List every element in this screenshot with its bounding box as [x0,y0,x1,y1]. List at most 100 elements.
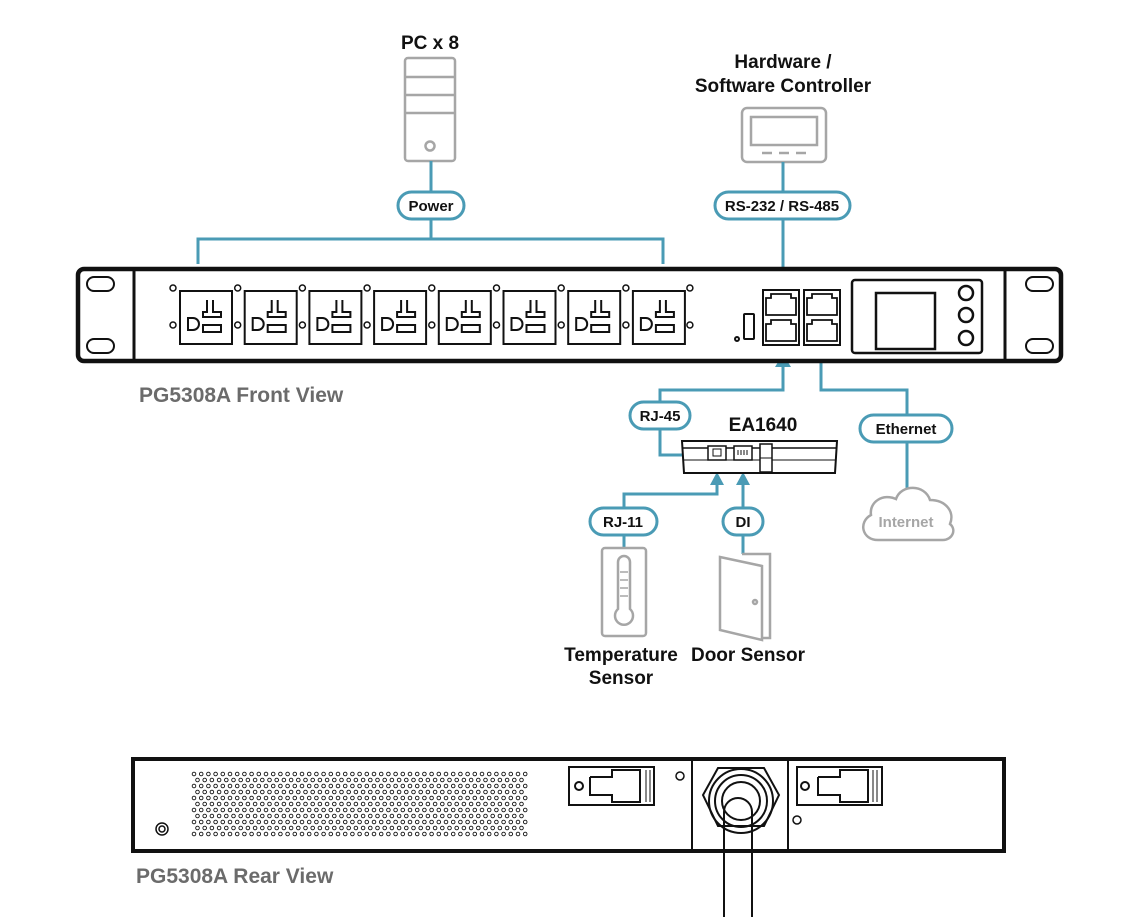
vent-hole [335,819,341,825]
vent-hole [454,789,459,795]
vent-hole [512,801,517,807]
vent-hole [386,819,391,825]
vent-hole [292,795,298,801]
vent-hole [360,789,366,795]
vent-hole [249,771,254,777]
vent-hole [360,813,366,819]
ac-outlet [502,290,557,345]
vent-hole [396,789,402,795]
vent-hole [515,819,521,825]
vent-hole [461,813,467,819]
vent-hole [501,807,506,813]
vent-hole [425,777,431,783]
ea1640-di-terminal [733,445,753,461]
vent-hole [350,831,355,837]
vent-hole [353,789,359,795]
vent-hole [429,771,434,777]
vent-hole [458,783,463,789]
vent-hole [447,777,452,783]
vent-hole [350,807,355,813]
vent-hole [519,789,524,795]
vent-hole [393,819,398,825]
vent-hole [216,789,222,795]
vent-hole [425,825,431,831]
vent-hole [465,783,470,789]
ac-outlet [243,290,298,345]
vent-hole [350,783,355,789]
vent-hole [447,825,452,831]
vent-hole [231,813,236,819]
ea1640-rj11-port [707,445,727,461]
vent-hole [350,795,355,801]
vent-hole [386,771,391,777]
vent-hole [227,807,233,813]
vent-hole [296,789,301,795]
vent-hole [400,831,406,837]
vent-hole [447,813,452,819]
vent-hole [432,789,438,795]
vent-hole [404,801,409,807]
vent-hole [425,789,431,795]
vent-hole [425,801,431,807]
vent-hole [191,819,197,825]
vent-hole [465,807,470,813]
vent-hole [461,825,467,831]
di-pill: DI [721,506,765,537]
vent-hole [508,831,514,837]
vent-hole [440,825,445,831]
vent-hole [429,831,434,837]
vent-hole [479,819,485,825]
display-button-select [957,306,975,324]
vent-hole [497,825,503,831]
vent-hole [396,801,402,807]
vent-hole [522,771,528,777]
breaker-left [568,766,655,806]
vent-hole [296,825,301,831]
vent-hole [389,813,395,819]
vent-hole [375,801,380,807]
vent-hole [465,795,470,801]
vent-hole [231,789,236,795]
vent-hole [260,777,265,783]
vent-hole [501,795,506,801]
vent-hole [314,783,319,789]
vent-hole [508,807,514,813]
vent-hole [324,789,330,795]
vent-hole [436,831,442,837]
vent-hole [368,825,373,831]
vent-hole [267,813,272,819]
vent-hole [468,813,474,819]
vent-hole [382,825,387,831]
rj45-port-icon [806,319,838,342]
vent-hole [508,819,514,825]
vent-hole [249,795,254,801]
front-view-label: PG5308A Front View [139,384,344,407]
vent-hole [346,777,351,783]
vent-hole [342,795,348,801]
outlet-led [557,284,565,329]
outlet-led [492,284,501,329]
vent-hole [209,825,215,831]
vent-hole [364,783,370,789]
vent-hole [249,831,254,837]
vent-hole [472,819,478,825]
rj45-port-icon [806,293,838,316]
vent-hole [292,771,298,777]
vent-hole [303,813,308,819]
vent-hole [440,801,445,807]
vent-hole [378,795,384,801]
vent-hole [393,783,398,789]
vent-hole [450,807,456,813]
vent-hole [407,771,413,777]
vent-hole [418,825,423,831]
vent-hole [371,771,377,777]
vent-hole [447,801,452,807]
vent-hole [378,807,384,813]
vent-hole [209,789,215,795]
vent-hole [468,789,474,795]
vent-hole [324,825,330,831]
vent-hole [440,777,445,783]
vent-hole [213,783,218,789]
vent-hole [220,831,226,837]
vent-hole [328,771,334,777]
